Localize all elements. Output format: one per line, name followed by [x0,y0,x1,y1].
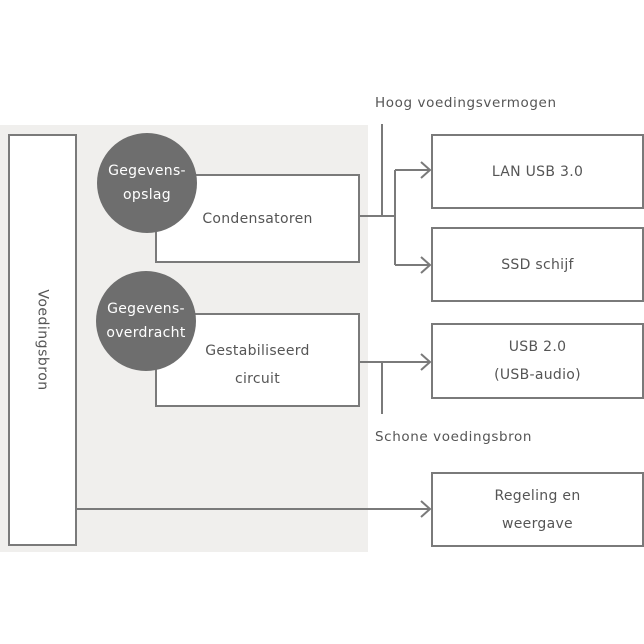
arrow-ssd [420,256,432,274]
stabilized-circuit-box: Gestabiliseerd circuit [155,313,360,407]
arrow-lan [420,161,432,179]
control-display-line1: Regeling en [494,487,581,504]
usb2-label-line1: USB 2.0 [508,339,567,355]
control-display-box: Regeling en weergave [431,472,644,547]
lan-usb3-box: LAN USB 3.0 [431,134,644,209]
usb2-label-line2: (USB-audio) [494,367,581,383]
stabilized-circuit-label-line2: circuit [234,371,281,387]
control-display-line2: weergave [502,515,573,532]
power-source-box: Voedingsbron [8,134,77,546]
high-power-annotation: Hoog voedingsvermogen [375,95,557,111]
lan-usb3-label: LAN USB 3.0 [491,163,584,180]
data-storage-line1: Gegevens- [108,163,186,179]
usb2-audio-box: USB 2.0 (USB-audio) [431,323,644,399]
data-storage-circle: Gegevens- opslag [97,133,197,233]
data-transfer-circle: Gegevens- overdracht [96,271,196,371]
arrow-usb2 [420,353,432,371]
capacitors-label: Condensatoren [202,210,313,227]
ssd-box: SSD schijf [431,227,644,302]
clean-power-annotation: Schone voedingsbron [375,429,533,445]
ssd-label: SSD schijf [501,256,574,273]
arrow-control [420,500,432,518]
power-source-label: Voedingsbron [34,289,51,391]
data-storage-line2: opslag [123,187,171,203]
stabilized-circuit-label-line1: Gestabiliseerd [205,343,310,359]
data-transfer-line2: overdracht [106,325,186,341]
data-transfer-line1: Gegevens- [107,301,185,317]
